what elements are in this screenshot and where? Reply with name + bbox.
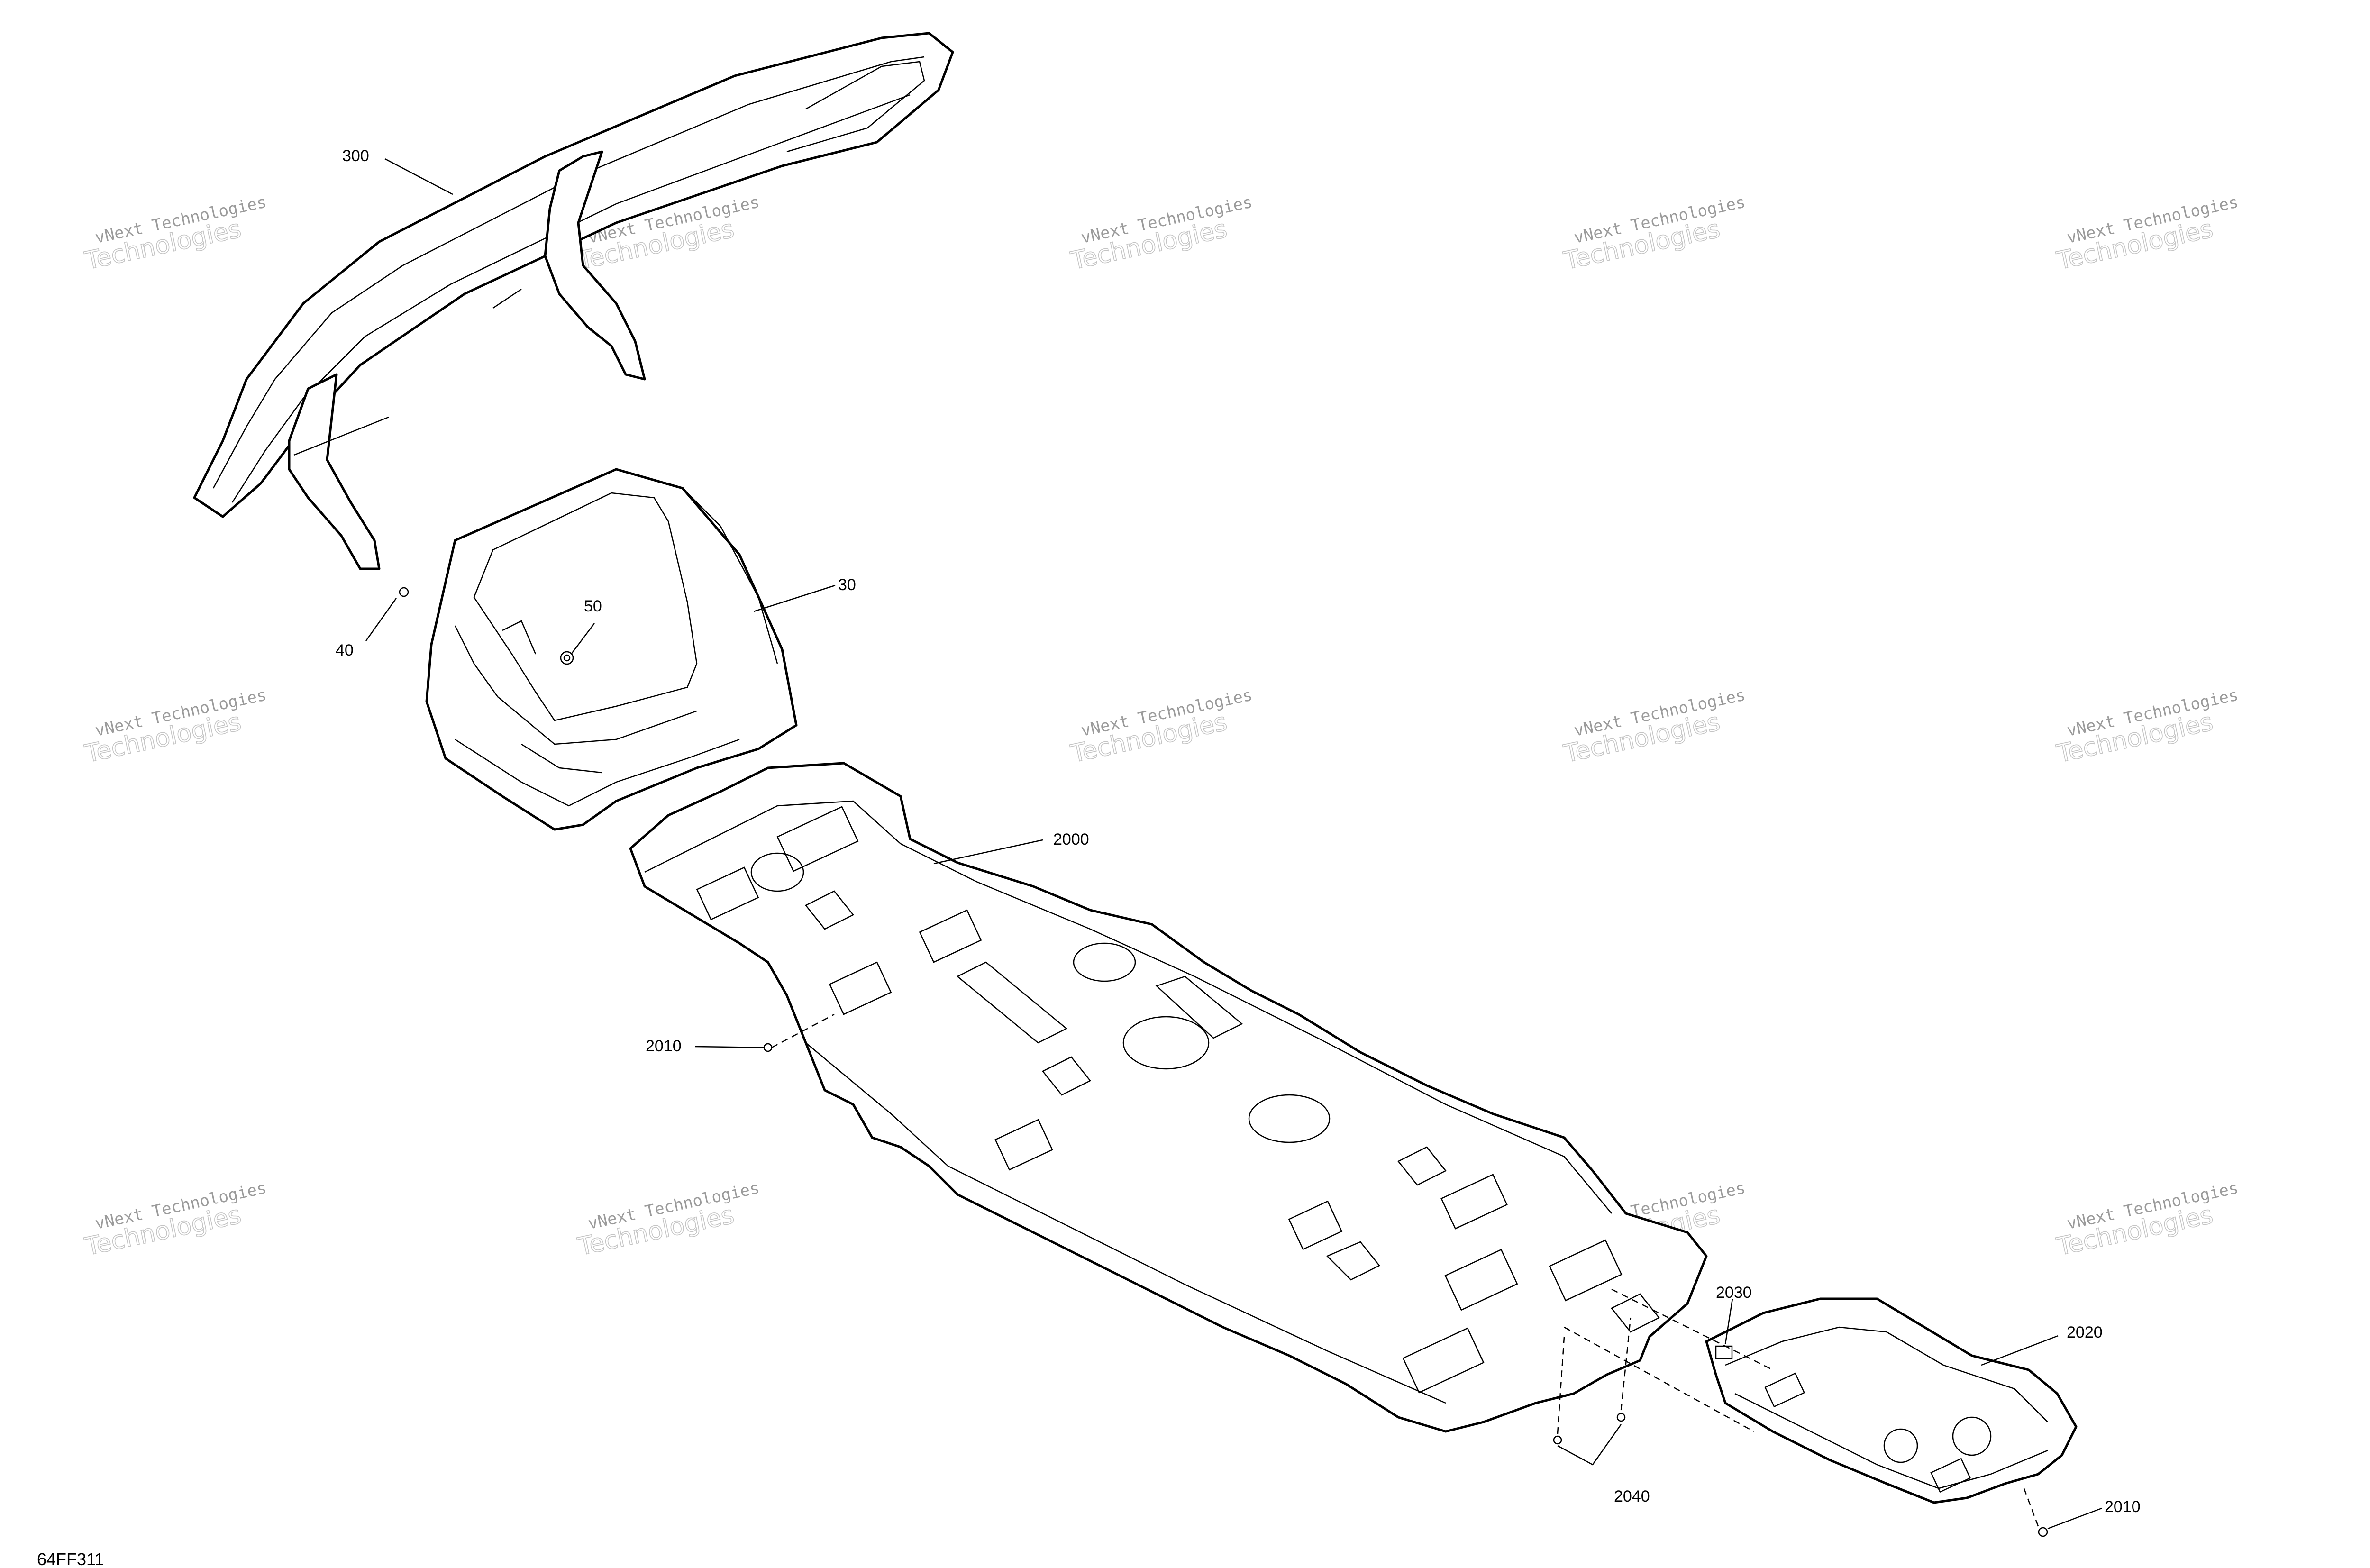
callout-labels: 300 30 40 50 2000 2010 2020 2030 2010 20… bbox=[336, 147, 2141, 1516]
hardware-fasteners bbox=[399, 587, 2048, 1537]
screw-part-2040-a bbox=[1553, 1435, 1562, 1445]
front-fascia-part-30 bbox=[425, 468, 798, 831]
callout-40: 40 bbox=[336, 641, 354, 659]
callout-2030: 2030 bbox=[1716, 1284, 1752, 1302]
leader-lines bbox=[365, 158, 2102, 1530]
callout-50: 50 bbox=[584, 597, 602, 615]
callout-2010-rear: 2010 bbox=[2105, 1498, 2141, 1516]
callout-2020: 2020 bbox=[2067, 1323, 2103, 1341]
clip-part-2030 bbox=[1715, 1345, 1733, 1359]
callout-300: 300 bbox=[342, 147, 369, 165]
nut-part-50 bbox=[563, 654, 571, 662]
rear-skid-plate-part-2020 bbox=[1705, 1297, 2078, 1504]
front-bumper-part-300 bbox=[193, 32, 954, 570]
figure-id: 64FF311 bbox=[37, 1550, 104, 1568]
callout-2010-front: 2010 bbox=[646, 1037, 682, 1055]
callout-30: 30 bbox=[838, 576, 856, 594]
screw-part-2010-rear bbox=[2038, 1527, 2048, 1537]
screw-part-40 bbox=[399, 587, 409, 597]
screw-part-2040-b bbox=[1616, 1413, 1626, 1422]
skid-plate-part-2000 bbox=[629, 762, 1708, 1433]
callout-2000: 2000 bbox=[1053, 830, 1089, 848]
callout-2040: 2040 bbox=[1614, 1487, 1650, 1505]
screw-part-2010-front bbox=[763, 1043, 773, 1052]
